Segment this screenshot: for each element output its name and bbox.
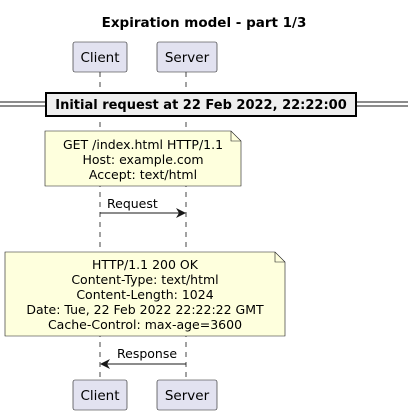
response-note-line-5: Cache-Control: max-age=3600 — [48, 317, 242, 332]
request-note-line-1: GET /index.html HTTP/1.1 — [63, 137, 223, 152]
response-message-label: Response — [117, 346, 177, 361]
participant-client-label-bottom: Client — [80, 388, 119, 404]
request-message: Request — [100, 196, 186, 218]
response-note-line-1: HTTP/1.1 200 OK — [92, 257, 199, 272]
participant-server-label-bottom: Server — [165, 388, 210, 404]
request-message-label: Request — [107, 196, 158, 211]
response-note-line-4: Date: Tue, 22 Feb 2022 22:22:22 GMT — [26, 302, 264, 317]
response-message: Response — [100, 346, 186, 369]
participant-server-label: Server — [165, 50, 210, 66]
request-note-line-2: Host: example.com — [82, 152, 203, 167]
divider: Initial request at 22 Feb 2022, 22:22:00 — [0, 92, 408, 117]
request-note: GET /index.html HTTP/1.1 Host: example.c… — [44, 130, 242, 187]
divider-label: Initial request at 22 Feb 2022, 22:22:00 — [55, 98, 347, 113]
diagram-title: Expiration model - part 1/3 — [102, 15, 307, 31]
response-note: HTTP/1.1 200 OK Content-Type: text/html … — [4, 251, 286, 337]
response-note-line-3: Content-Length: 1024 — [76, 287, 213, 302]
participant-client-top: Client — [72, 41, 128, 73]
participant-client-label: Client — [80, 50, 119, 66]
participant-server-bottom: Server — [156, 379, 218, 411]
request-note-line-3: Accept: text/html — [89, 167, 197, 182]
response-note-line-2: Content-Type: text/html — [71, 272, 218, 287]
participant-server-top: Server — [156, 41, 218, 73]
participant-client-bottom: Client — [72, 379, 128, 411]
